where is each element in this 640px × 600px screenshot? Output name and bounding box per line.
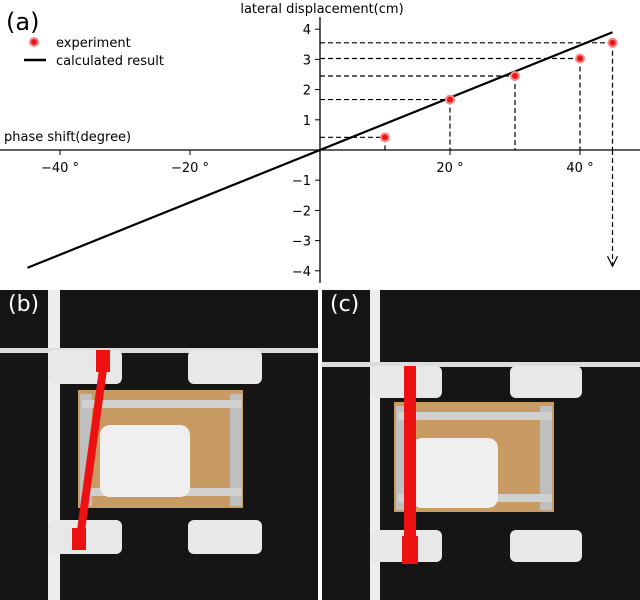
experiment-point bbox=[445, 94, 455, 105]
photo-panel-b: (b) bbox=[0, 290, 318, 600]
battery-box bbox=[412, 438, 498, 508]
y-tick-label: −4 bbox=[292, 265, 311, 280]
robot-photo-b bbox=[0, 290, 318, 600]
red-alignment-line-slanted bbox=[75, 361, 108, 546]
chassis-rail-right bbox=[540, 406, 552, 510]
y-tick-label: −1 bbox=[292, 174, 311, 189]
photo-panel-c: (c) bbox=[322, 290, 640, 600]
red-marker-bottom bbox=[402, 536, 418, 564]
experiment-point bbox=[607, 37, 618, 48]
chart-a: (a) −40 ° −20 ° 20 ° 40 ° 4 3 2 1 −1 −2 −3 −4 phase… bbox=[0, 2, 640, 283]
legend: experiment calculated result bbox=[24, 36, 164, 69]
ruler-horizontal bbox=[0, 348, 318, 353]
robot-photo-c bbox=[322, 290, 640, 600]
panel-label-c: (c) bbox=[330, 292, 360, 317]
x-tick-label: −20 ° bbox=[171, 161, 209, 176]
panel-label-a: (a) bbox=[6, 8, 39, 36]
ruler-horizontal bbox=[322, 362, 640, 367]
chassis-bar-top bbox=[82, 400, 242, 408]
wheel-rear-right bbox=[188, 520, 262, 554]
y-tick-label: −2 bbox=[292, 204, 311, 219]
wheel-front-right bbox=[188, 350, 262, 384]
red-marker-top bbox=[96, 350, 110, 372]
x-tick-label: 20 ° bbox=[436, 161, 463, 176]
y-axis-label: lateral displacement(cm) bbox=[240, 2, 403, 17]
arrow-head bbox=[606, 256, 619, 268]
experiment-point bbox=[575, 53, 585, 64]
x-axis-label: phase shift(degree) bbox=[4, 130, 131, 145]
legend-experiment-marker bbox=[29, 37, 39, 47]
y-tick-label: 2 bbox=[303, 84, 311, 99]
experiment-point bbox=[380, 132, 390, 143]
y-tick-label: 3 bbox=[303, 53, 311, 68]
chassis-rail-right bbox=[230, 394, 242, 506]
ruler-vertical bbox=[370, 290, 380, 600]
wheel-rear-right bbox=[510, 530, 582, 562]
chart-ticks: −40 ° −20 ° 20 ° 40 ° 4 3 2 1 −1 −2 −3 −4 bbox=[41, 23, 594, 280]
x-tick-label: −40 ° bbox=[41, 161, 79, 176]
legend-calculated-label: calculated result bbox=[56, 54, 164, 69]
experiment-points bbox=[380, 37, 618, 143]
chassis-bar-top bbox=[398, 412, 552, 420]
y-tick-label: 4 bbox=[303, 23, 311, 38]
y-tick-label: −3 bbox=[292, 235, 311, 250]
legend-experiment-label: experiment bbox=[56, 36, 131, 51]
experiment-point bbox=[510, 71, 520, 82]
y-tick-label: 1 bbox=[303, 114, 311, 129]
x-tick-label: 40 ° bbox=[566, 161, 593, 176]
guide-lines bbox=[320, 42, 614, 150]
panel-label-b: (b) bbox=[8, 292, 40, 317]
red-alignment-line-straight bbox=[404, 366, 416, 562]
wheel-front-left bbox=[48, 350, 122, 384]
red-marker-bottom bbox=[72, 528, 86, 550]
battery-box bbox=[100, 425, 190, 497]
arrow-down-icon bbox=[606, 150, 619, 268]
wheel-front-right bbox=[510, 366, 582, 398]
